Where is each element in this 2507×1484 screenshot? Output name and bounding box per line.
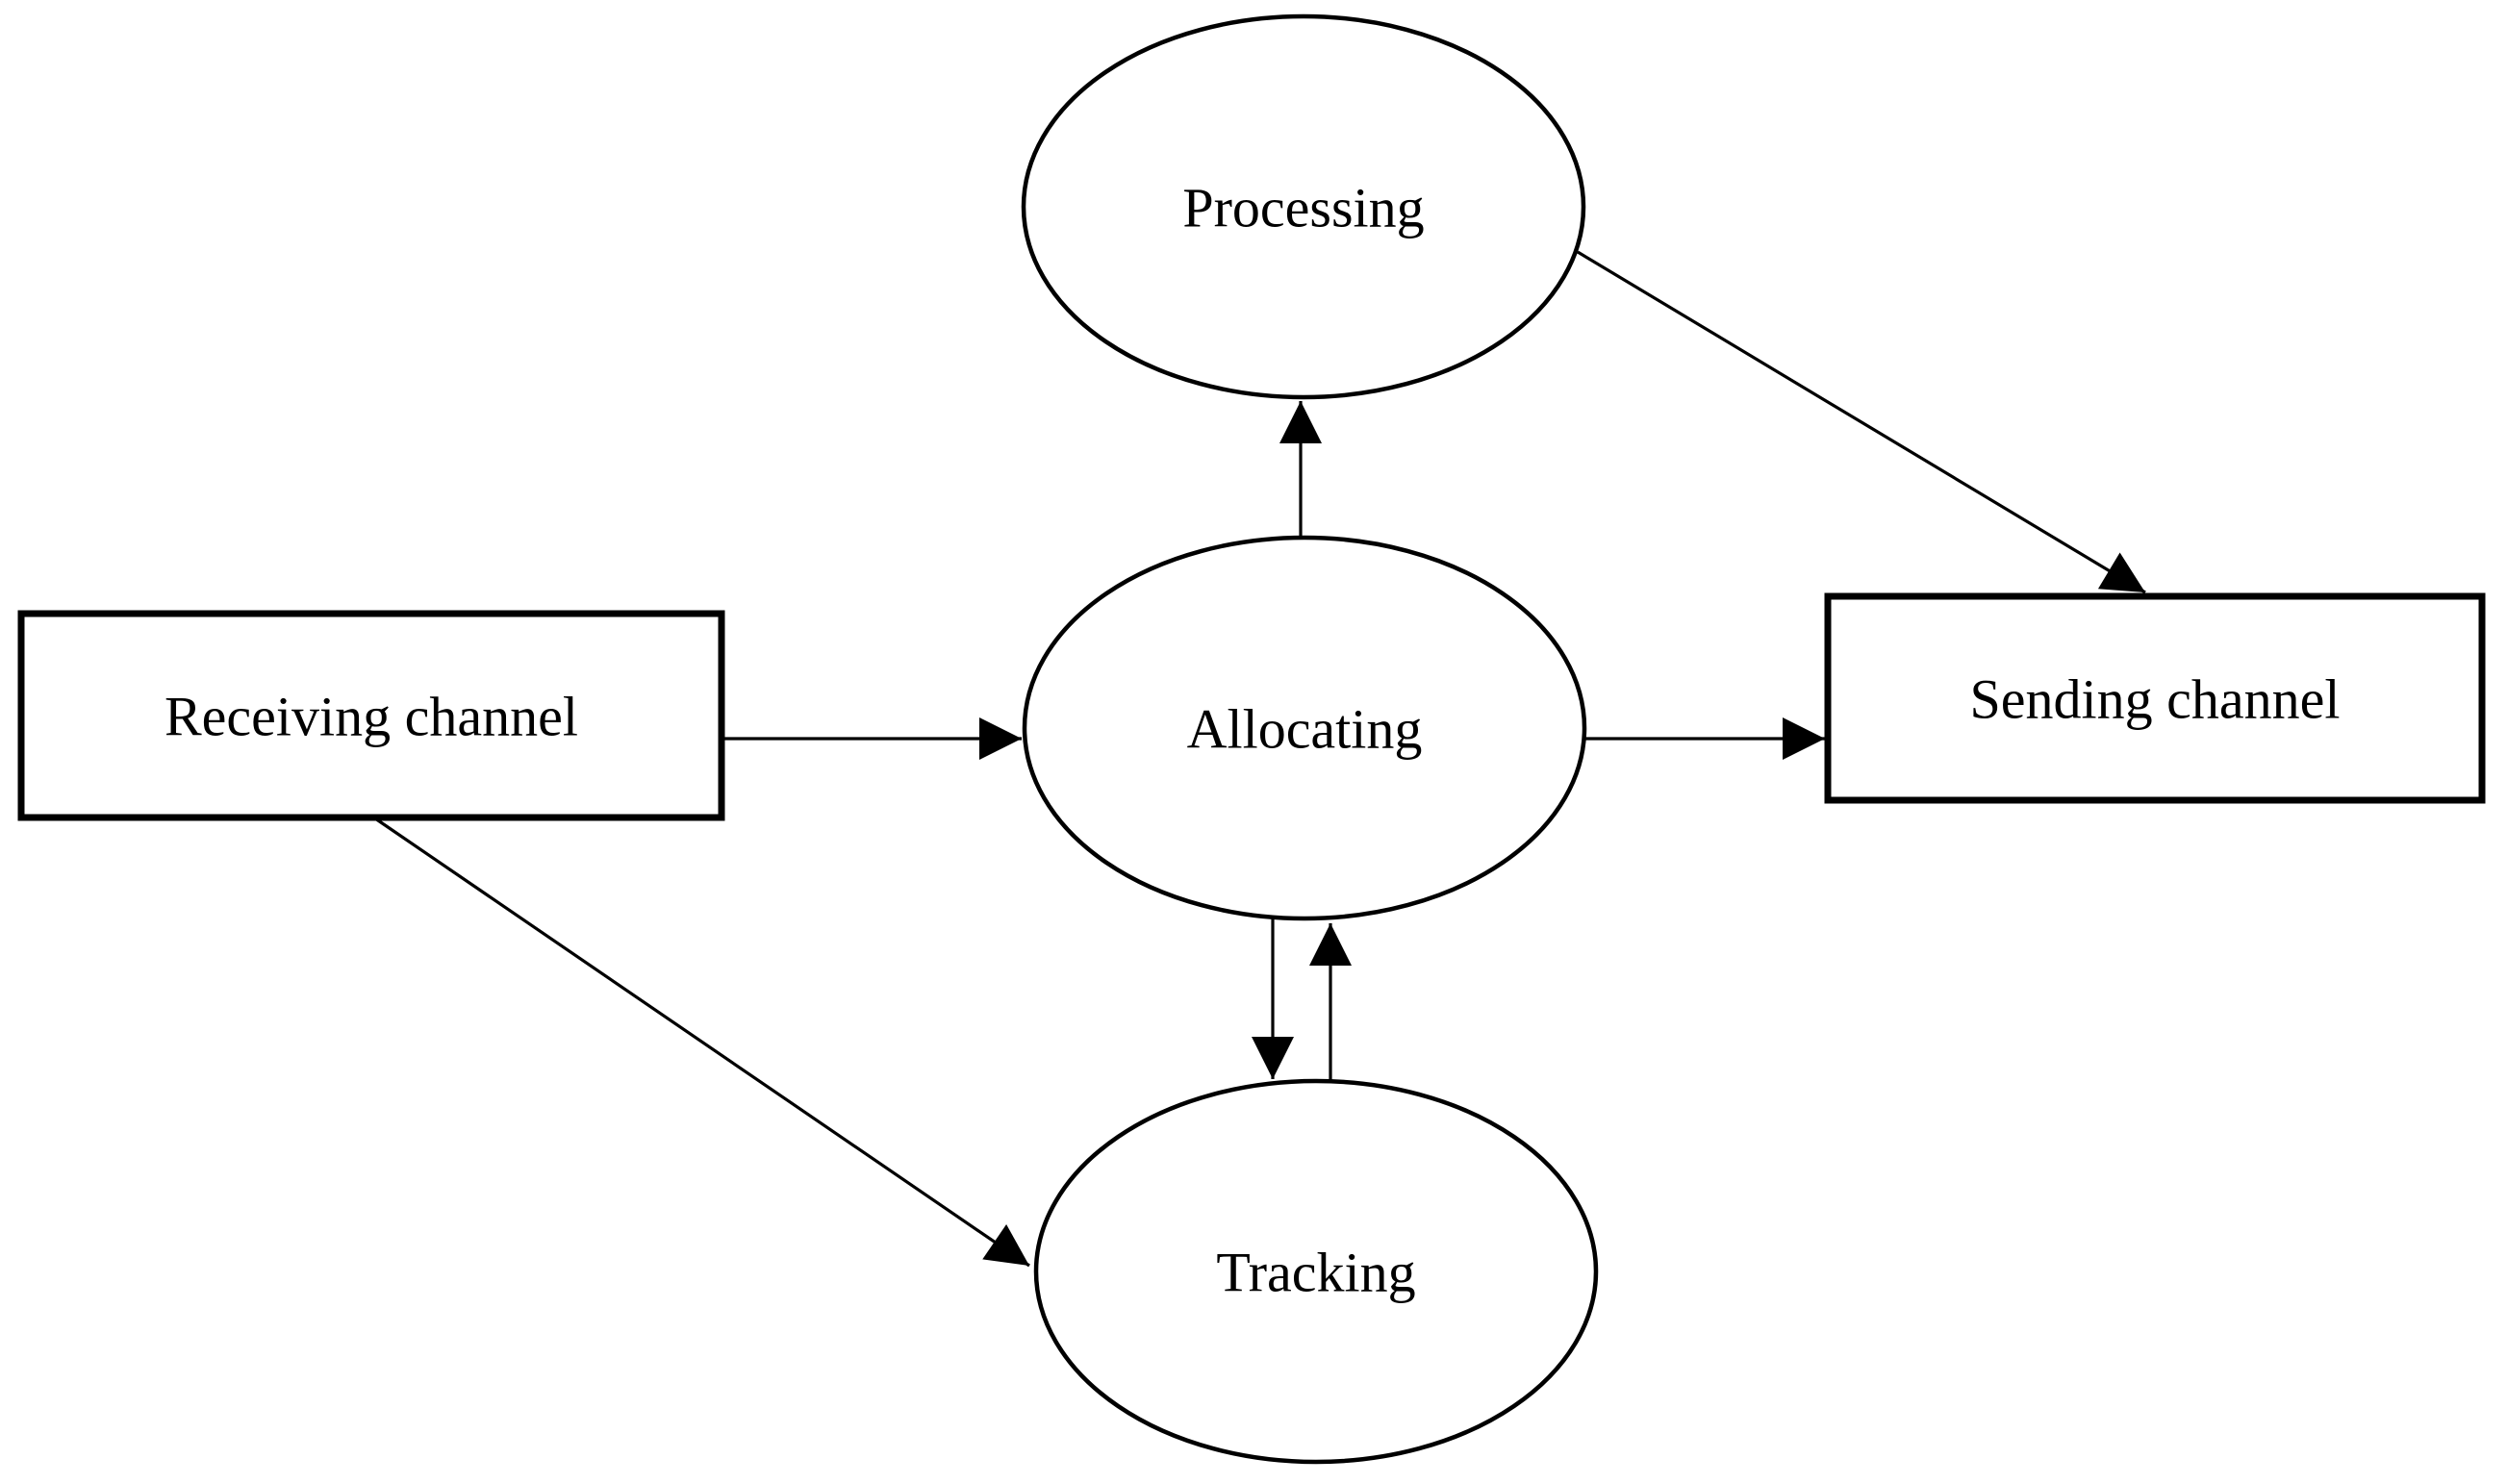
node-processing-label: Processing xyxy=(1182,176,1424,239)
node-allocating xyxy=(1022,535,1587,921)
node-allocating-label: Allocating xyxy=(1187,697,1423,760)
node-sending-channel-label: Sending channel xyxy=(1970,667,2341,730)
node-sending-channel xyxy=(1824,592,2486,804)
node-tracking xyxy=(1033,1078,1599,1465)
edge-receiving-to-tracking xyxy=(374,817,1030,1268)
node-tracking-label: Tracking xyxy=(1216,1241,1415,1303)
node-receiving-channel xyxy=(17,610,725,821)
edge-processing-to-sending xyxy=(1577,250,2146,594)
node-processing xyxy=(1021,13,1586,400)
node-receiving-channel-label: Receiving channel xyxy=(165,685,578,747)
